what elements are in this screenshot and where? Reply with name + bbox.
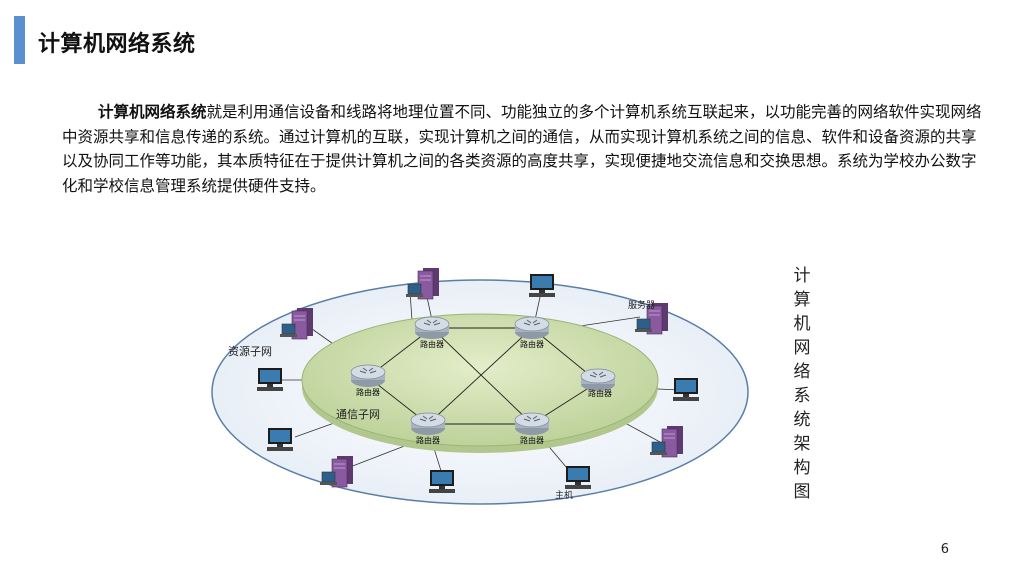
router-label: 路由器 bbox=[420, 339, 444, 349]
server-label: 服务器 bbox=[628, 299, 655, 311]
caption-char: 算 bbox=[793, 290, 811, 310]
pc-icon bbox=[565, 466, 591, 489]
caption-char: 统 bbox=[793, 410, 811, 430]
router-label: 路由器 bbox=[588, 388, 612, 398]
pc-icon bbox=[267, 428, 293, 451]
router-label: 路由器 bbox=[520, 435, 544, 445]
pc-icon bbox=[673, 378, 699, 401]
resource-subnet-label: 资源子网 bbox=[228, 344, 272, 358]
comm-subnet-ellipse bbox=[301, 313, 659, 447]
pc-icon bbox=[257, 368, 283, 391]
router-label: 路由器 bbox=[416, 435, 440, 445]
router-icon bbox=[414, 316, 450, 340]
caption-char: 计 bbox=[793, 266, 811, 286]
paragraph-bold-term: 计算机网络系统 bbox=[98, 103, 207, 121]
router-label: 路由器 bbox=[520, 339, 544, 349]
caption-char: 图 bbox=[793, 482, 811, 502]
paragraph-body: 就是利用通信设备和线路将地理位置不同、功能独立的多个计算机系统互联起来，以功能完… bbox=[62, 103, 982, 195]
diagram-caption: 计 算 机 网 络 系 统 架 构 图 bbox=[790, 264, 814, 504]
title-accent-bar bbox=[14, 16, 25, 64]
router-icon bbox=[514, 316, 550, 340]
caption-char: 络 bbox=[793, 362, 811, 382]
page-title: 计算机网络系统 bbox=[38, 32, 196, 57]
pc-icon bbox=[429, 470, 455, 493]
router-icon bbox=[580, 368, 616, 392]
caption-char: 架 bbox=[793, 434, 811, 454]
caption-char: 构 bbox=[793, 458, 811, 478]
caption-char: 机 bbox=[793, 314, 811, 334]
host-label: 主机 bbox=[555, 489, 573, 501]
router-icon bbox=[514, 412, 550, 436]
router-icon bbox=[410, 412, 446, 436]
pc-icon bbox=[529, 274, 555, 297]
caption-char: 网 bbox=[793, 338, 811, 358]
caption-char: 系 bbox=[793, 386, 811, 406]
router-icon bbox=[350, 364, 386, 388]
comm-subnet-label: 通信子网 bbox=[336, 408, 380, 421]
network-diagram: 路由器 路由器 路由器 路由器 路由器 路由器 服务器 资源子网 通信子网 主机 bbox=[211, 267, 749, 505]
page-number: 6 bbox=[940, 542, 949, 557]
intro-paragraph: 计算机网络系统就是利用通信设备和线路将地理位置不同、功能独立的多个计算机系统互联… bbox=[62, 100, 982, 198]
router-label: 路由器 bbox=[356, 387, 380, 397]
